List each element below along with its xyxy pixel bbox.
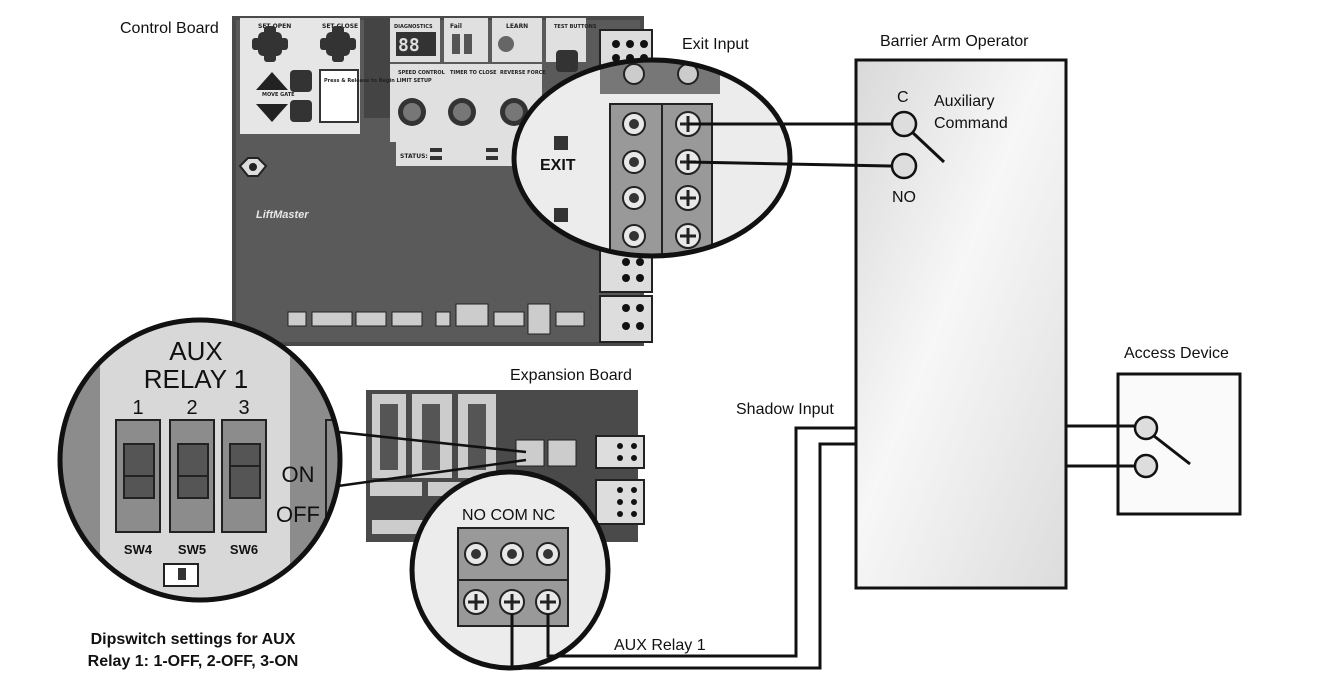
expansion-board: [366, 390, 645, 542]
dip-switch-sw6: [221, 419, 267, 533]
dip-title-line1: AUX: [169, 336, 222, 366]
set-open-button: [252, 26, 288, 62]
access-device-label: Access Device: [1124, 345, 1229, 362]
dip-switch-sw5: [169, 419, 215, 533]
dip-number-1: 1: [132, 397, 143, 419]
test-buttons-label: TEST BUTTONS: [554, 24, 597, 30]
access-device: [1116, 372, 1242, 516]
relay-terminals-label: NO COM NC: [462, 507, 555, 524]
barrier-arm-operator: [854, 58, 1068, 590]
down-arrow-icon: [256, 104, 288, 122]
learn-label: LEARN: [506, 23, 528, 30]
dip-title-line2: RELAY 1: [144, 364, 249, 394]
terminal-c-label: C: [897, 89, 909, 106]
limit-setup-label: Press & Release to Begin LIMIT SETUP: [324, 78, 432, 84]
exit-wires: [687, 122, 893, 168]
dip-number-2: 2: [186, 397, 197, 419]
sw4-label: SW4: [124, 542, 153, 557]
shadow-input-label: Shadow Input: [736, 401, 834, 418]
auxiliary-label: Auxiliary: [934, 93, 994, 110]
move-gate-label: MOVE GATE: [262, 92, 295, 98]
exit-input-label: Exit Input: [682, 36, 749, 53]
aux-relay-magnifier: [409, 469, 611, 671]
timer-to-close-label: TIMER TO CLOSE: [450, 70, 497, 76]
up-arrow-icon: [256, 72, 288, 90]
speed-control-label: SPEED CONTROL: [398, 70, 446, 76]
set-close-button: [320, 26, 356, 62]
diagnostics-label: DIAGNOSTICS: [394, 24, 433, 30]
reverse-force-label: REVERSE FORCE: [500, 70, 546, 76]
status-label: STATUS:: [400, 153, 428, 160]
terminal-no: [890, 152, 918, 180]
exit-input-magnifier: EXIT: [511, 57, 793, 259]
command-label: Command: [934, 115, 1008, 132]
terminal-no-label: NO: [892, 189, 916, 206]
diagnostics-display: 88: [398, 35, 420, 56]
dip-on-label: ON: [282, 462, 315, 487]
access-device-wires: [1066, 424, 1135, 468]
caption-line2: Relay 1: 1-OFF, 2-OFF, 3-ON: [88, 653, 299, 670]
dip-off-label: OFF: [276, 502, 320, 527]
expansion-board-label: Expansion Board: [510, 367, 632, 384]
aux-relay-wires: [510, 426, 856, 670]
control-board-label: Control Board: [120, 20, 219, 37]
dip-number-3: 3: [238, 397, 249, 419]
exit-switch-label: EXIT: [540, 157, 576, 174]
dip-switch-sw4: [115, 419, 161, 533]
sw6-label: SW6: [230, 542, 258, 557]
dipswitch-magnifier: AUX RELAY 1 1 2 3 ON OFF SW4 SW5 SW6: [57, 317, 343, 603]
barrier-arm-operator-label: Barrier Arm Operator: [880, 33, 1029, 50]
sw5-label: SW5: [178, 542, 206, 557]
aux-relay-wire-label: AUX Relay 1: [614, 637, 706, 654]
caption-line1: Dipswitch settings for AUX: [91, 631, 296, 648]
fail-label: Fail: [450, 23, 462, 30]
dip-pointer: [337, 430, 527, 488]
brand-logo: LiftMaster: [256, 209, 309, 221]
